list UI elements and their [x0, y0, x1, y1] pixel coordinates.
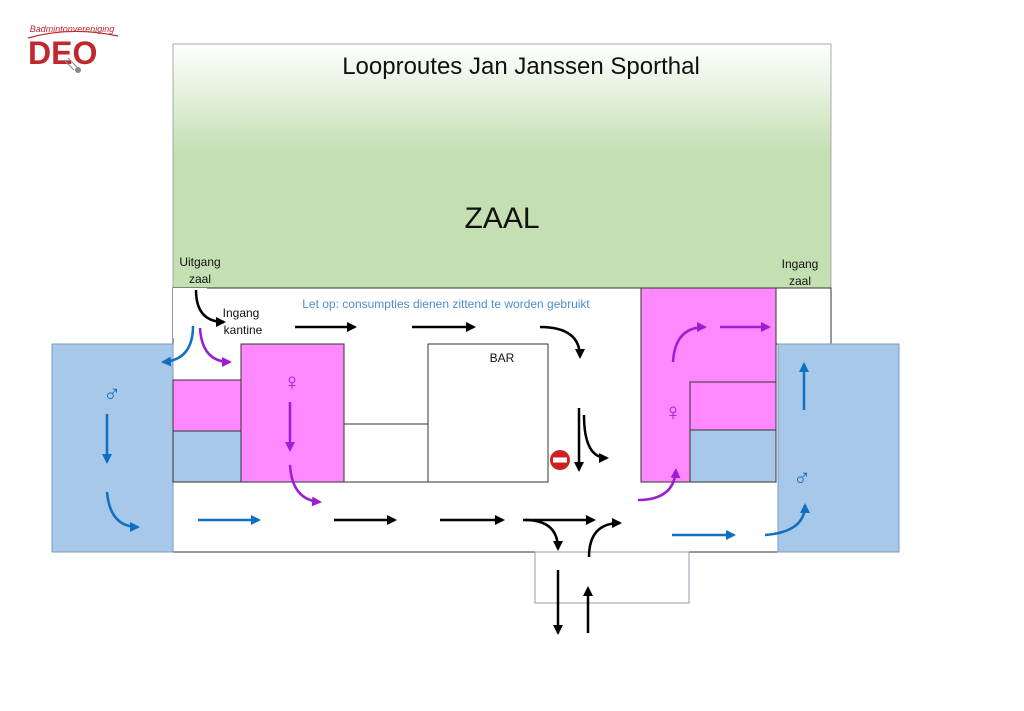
- womens-changing-left: [240, 343, 345, 483]
- uitgang-label-1: Uitgang: [179, 255, 220, 269]
- arrow-purple-curve-right-high: [671, 322, 707, 363]
- male-symbol-left: ♂: [103, 381, 121, 408]
- pink-room-right-small: [689, 381, 777, 431]
- purple-route-arrows: [198, 322, 771, 507]
- arrow-bar-curve: [582, 414, 609, 463]
- arrow-corridor-up-curve: [587, 518, 622, 558]
- female-symbol-left: ♀: [283, 369, 301, 396]
- arrow-exit-to-canteen: [194, 289, 226, 327]
- logo-name: DEO: [28, 35, 97, 71]
- hall-label: ZAAL: [464, 202, 539, 235]
- male-symbol-right: ♂: [793, 465, 811, 492]
- arrow-purple-curve-right-low: [637, 468, 681, 502]
- arrow-blue-curve-right: [764, 503, 810, 537]
- no-entry-icon: [550, 450, 570, 470]
- logo-swoosh: [27, 30, 119, 39]
- page-title: Looproutes Jan Janssen Sporthal: [342, 53, 700, 80]
- ingang-kantine-label-1: Ingang: [223, 306, 260, 320]
- shuttlecock-icon: [63, 57, 81, 73]
- mens-changing-right: [777, 343, 900, 553]
- logo-club-label: Badmintonvereniging: [30, 24, 115, 34]
- mens-changing-left: [51, 343, 174, 553]
- bar-label: BAR: [490, 351, 515, 365]
- arrow-purple-curve-left: [288, 464, 322, 507]
- black-route-arrows: [194, 289, 622, 635]
- entrance-opening: [775, 287, 832, 345]
- outside-entrance-box: [534, 551, 690, 604]
- arrow-blue-curve-left: [105, 491, 140, 532]
- ingang-kantine-label-2: kantine: [224, 323, 263, 337]
- uitgang-label-2: zaal: [189, 272, 211, 286]
- middle-room: [343, 423, 429, 483]
- notice-text: Let op: consumpties dienen zittend te wo…: [302, 297, 590, 311]
- arrow-purple-exit: [198, 327, 232, 367]
- arrow-bar-down: [539, 325, 585, 359]
- arrow-blue-exit-left: [161, 325, 195, 367]
- blue-room-right-small: [689, 429, 777, 483]
- blue-route-arrows: [102, 325, 810, 540]
- female-symbol-right: ♀: [664, 399, 682, 426]
- arrow-corridor-down: [524, 518, 563, 551]
- bar-area: [427, 343, 549, 483]
- hall-area: [172, 43, 832, 289]
- ingang-zaal-label-2: zaal: [789, 274, 811, 288]
- ingang-zaal-label-1: Ingang: [782, 257, 819, 271]
- club-logo: Badmintonvereniging DEO: [27, 24, 119, 73]
